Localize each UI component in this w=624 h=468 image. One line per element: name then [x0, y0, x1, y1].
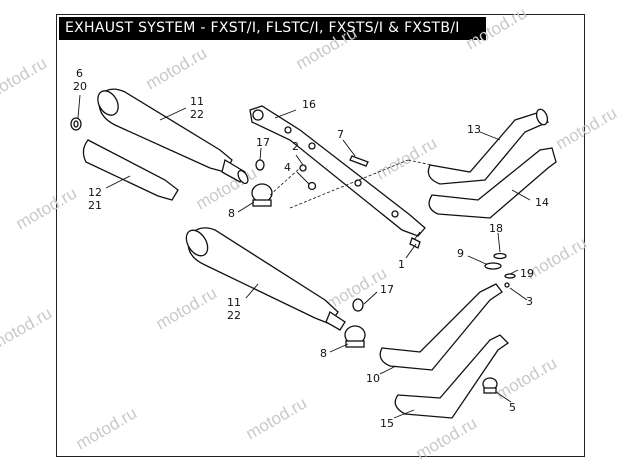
- watermark: motod.ru: [463, 3, 531, 53]
- upper-heat-shield: [82, 139, 179, 201]
- callout-14: 14: [535, 196, 549, 209]
- front-header-pipe: [427, 108, 550, 185]
- callout-18: 18: [489, 222, 503, 235]
- upper-muffler: [97, 88, 249, 185]
- callout-15: 15: [380, 417, 394, 430]
- callout-3: 3: [526, 295, 533, 308]
- clamp-8-lower: [344, 325, 366, 348]
- callout-19: 19: [520, 267, 534, 280]
- gasket-17-lower: [352, 298, 364, 312]
- leader-lines: [77, 94, 531, 419]
- diagram-title: EXHAUST SYSTEM - FXST/I, FLSTC/I, FXSTS/…: [59, 17, 486, 40]
- watermark: motod.ru: [13, 183, 81, 233]
- callout-17-lower: 17: [380, 283, 394, 296]
- callout-17-upper: 17: [256, 136, 270, 149]
- mount-bracket: [249, 105, 426, 237]
- watermark: motod.ru: [293, 23, 361, 73]
- watermark: motod.ru: [243, 393, 311, 443]
- watermark: motod.ru: [143, 43, 211, 93]
- callout-11-upper: 11: [190, 95, 204, 108]
- watermark: motod.ru: [553, 103, 621, 153]
- bolt-1: [409, 231, 421, 249]
- watermark: motod.ru: [413, 413, 481, 463]
- callout-6: 6: [76, 67, 83, 80]
- lower-rear-header-pipe: [394, 334, 510, 419]
- watermarks: motod.ru motod.ru motod.ru motod.ru moto…: [0, 3, 620, 463]
- callout-4: 4: [284, 161, 291, 174]
- callout-21: 21: [88, 199, 102, 212]
- callout-9: 9: [457, 247, 464, 260]
- watermark: motod.ru: [153, 283, 221, 333]
- reference-lines: [269, 159, 433, 209]
- callout-2: 2: [292, 140, 299, 153]
- callout-20: 20: [73, 80, 87, 93]
- fasteners: [299, 155, 369, 191]
- callout-1: 1: [398, 258, 405, 271]
- gasket-17-upper: [255, 159, 265, 171]
- lower-muffler: [185, 227, 346, 331]
- clamp-6: [70, 117, 82, 131]
- gaskets: [484, 252, 516, 288]
- callout-5: 5: [509, 401, 516, 414]
- watermark: motod.ru: [73, 403, 141, 453]
- clamp-8-upper: [251, 183, 273, 207]
- lower-front-header-pipe: [379, 283, 503, 371]
- callout-22-lower: 22: [227, 309, 241, 322]
- watermark: motod.ru: [0, 53, 50, 103]
- callout-8-upper: 8: [228, 207, 235, 220]
- rear-header-pipe: [428, 147, 557, 219]
- callout-16: 16: [302, 98, 316, 111]
- callout-10: 10: [366, 372, 380, 385]
- callout-8-lower: 8: [320, 347, 327, 360]
- callout-12: 12: [88, 186, 102, 199]
- callout-7: 7: [337, 128, 344, 141]
- clamp-5: [482, 377, 498, 394]
- callouts: 6 20 11 22 12 21 17 8 16 2 4 7 1 13 14 1…: [73, 67, 549, 430]
- watermark: motod.ru: [0, 303, 55, 353]
- callout-13: 13: [467, 123, 481, 136]
- callout-11-lower: 11: [227, 296, 241, 309]
- callout-22-upper: 22: [190, 108, 204, 121]
